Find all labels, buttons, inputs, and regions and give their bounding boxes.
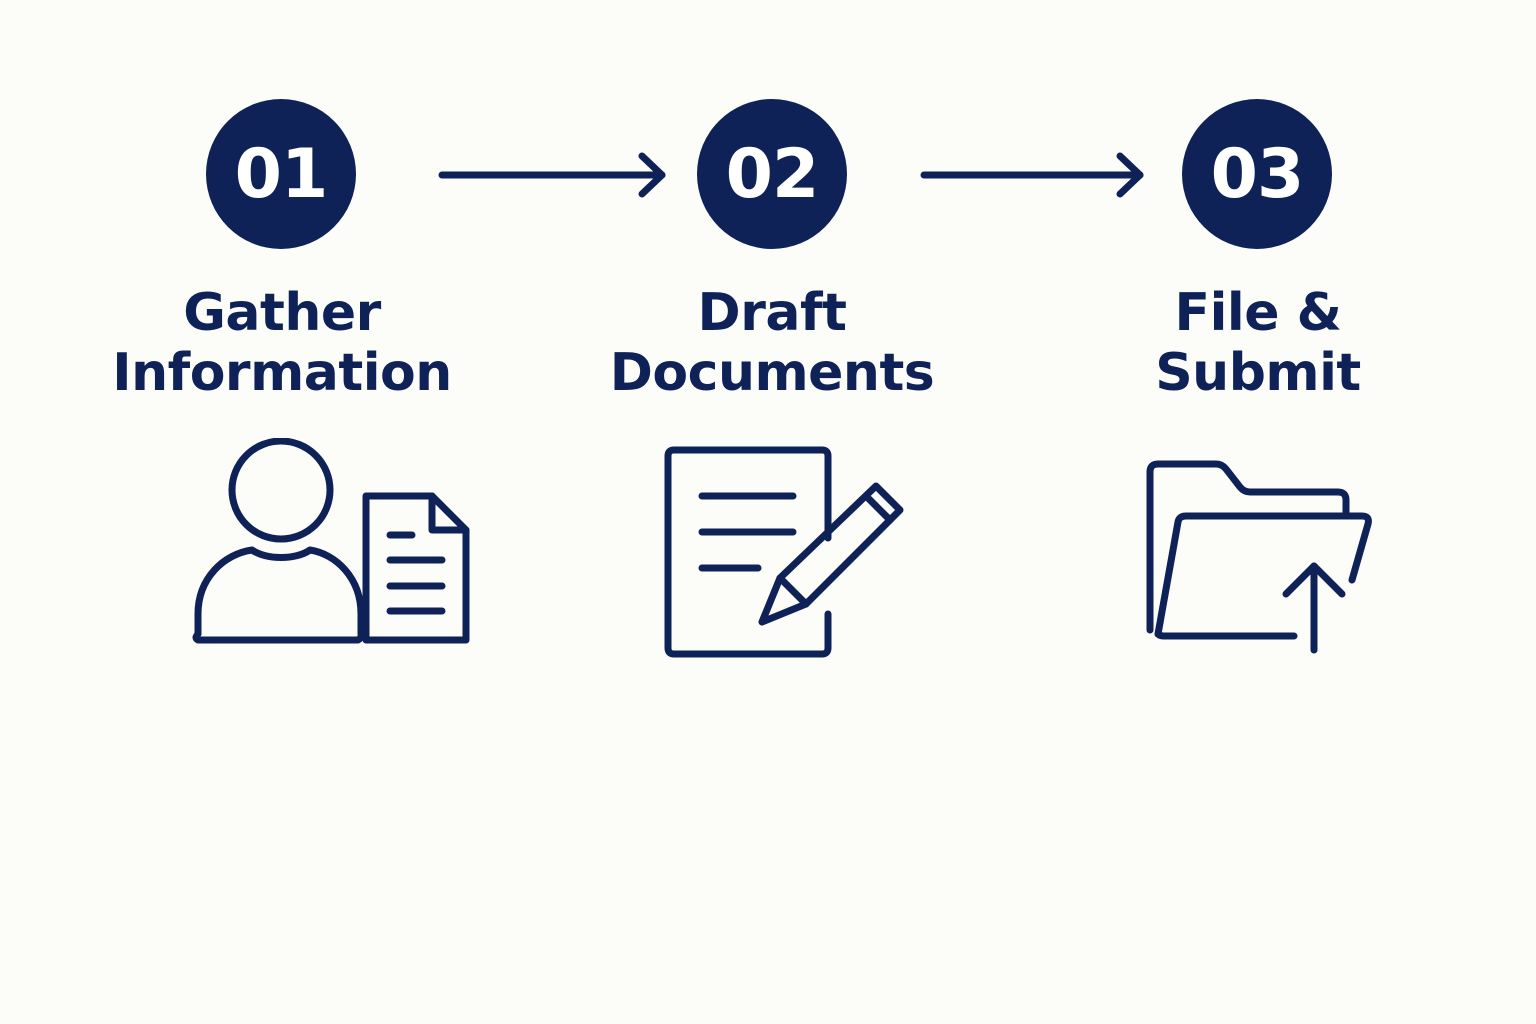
step-1-number: 01 (234, 134, 329, 214)
step-1-badge: 01 (206, 99, 356, 249)
step-3-title: File & Submit (1068, 283, 1448, 403)
arrow-2-icon (920, 152, 1144, 198)
person-with-document-icon (192, 438, 470, 644)
step-3-title-line2: Submit (1155, 343, 1361, 403)
step-2-number: 02 (725, 134, 820, 214)
step-1-title-line2: Information (112, 343, 452, 403)
step-2-title-line1: Draft (697, 283, 847, 343)
step-1-title: Gather Information (92, 283, 472, 403)
folder-upload-icon (1146, 460, 1372, 654)
step-3-number: 03 (1210, 134, 1305, 214)
arrow-1-icon (438, 152, 666, 198)
step-2-badge: 02 (697, 99, 847, 249)
step-1-title-line1: Gather (183, 283, 381, 343)
step-3-title-line1: File & (1174, 283, 1342, 343)
step-2-title-line2: Documents (609, 343, 935, 403)
document-with-pencil-icon (664, 446, 904, 658)
step-3-badge: 03 (1182, 99, 1332, 249)
step-2-title: Draft Documents (582, 283, 962, 403)
